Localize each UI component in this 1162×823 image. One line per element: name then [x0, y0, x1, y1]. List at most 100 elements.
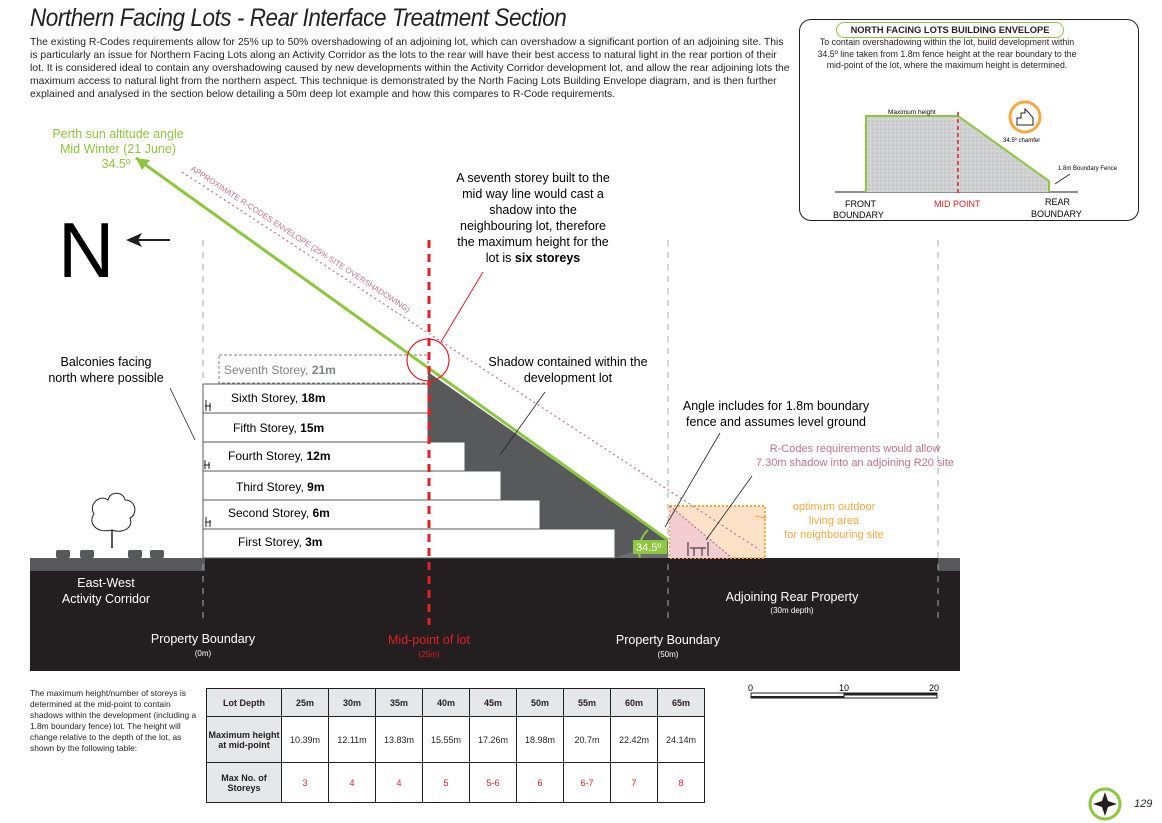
table-header-depth: Lot Depth: [206, 688, 282, 717]
scale-0: 0: [748, 683, 753, 693]
car-icons: [56, 550, 164, 558]
rcodes-note-2: 7.30m shadow into an adjoining R20 site: [756, 457, 954, 469]
table-cell: 10.39m: [281, 716, 329, 763]
table-cell: 8: [657, 762, 705, 803]
table-cell: 5: [422, 762, 470, 803]
angle-note-2: fence and assumes level ground: [686, 415, 866, 429]
outdoor-note-1: optimum outdoor: [793, 501, 876, 513]
storey-4: [202, 441, 466, 472]
chamfer-icon: [1008, 100, 1042, 134]
inset-rear-1: REAR: [1045, 197, 1071, 207]
table-cell: 4: [328, 762, 376, 803]
north-arrow-icon: [126, 233, 142, 247]
envelope-inset-description: To contain overshadowing within the lot,…: [817, 37, 1077, 70]
right-boundary-label: Property Boundary: [616, 633, 721, 647]
storey-label-4: Fourth Storey, 12m: [228, 449, 331, 463]
left-boundary-label: Property Boundary: [151, 632, 256, 646]
storey-label-7: Seventh Storey, 21m: [224, 363, 336, 377]
inset-front-1: FRONT: [845, 199, 876, 209]
inset-front-2: BOUNDARY: [833, 210, 884, 220]
rear-property-label: Adjoining Rear Property: [726, 590, 859, 604]
table-cell: 25m: [281, 688, 329, 717]
table-cell: 65m: [657, 688, 705, 717]
table-cell: 45m: [469, 688, 517, 717]
corridor-label-2: Activity Corridor: [62, 592, 150, 606]
inset-rear-2: BOUNDARY: [1031, 209, 1082, 219]
page-title: Northern Facing Lots - Rear Interface Tr…: [30, 4, 567, 32]
envelope-inset-title: NORTH FACING LOTS BUILDING ENVELOPE: [836, 22, 1064, 38]
shadow-note-2: development lot: [524, 371, 613, 385]
seventh-note-2: mid way line would cast a: [462, 187, 604, 201]
seventh-storey-highlight: [406, 338, 450, 382]
seventh-note-5: the maximum height for the: [457, 235, 609, 249]
inset-chamfer: 34.5º chamfer: [1003, 137, 1040, 144]
table-cell: 6-7: [563, 762, 611, 803]
seventh-note-1: A seventh storey built to the: [456, 171, 610, 185]
table-cell: 15.55m: [422, 716, 470, 763]
scale-20: 20: [929, 683, 939, 693]
envelope-inset-box: [799, 19, 1139, 221]
right-boundary-sub: (50m): [658, 650, 679, 659]
table-cell: 35m: [375, 688, 423, 717]
outdoor-furniture-icon: [687, 542, 709, 556]
compass-icon: [1088, 787, 1122, 821]
sun-angle-line: [135, 156, 669, 542]
shadow-note-1: Shadow contained within the: [488, 355, 647, 369]
table-cell: 6: [516, 762, 564, 803]
intro-paragraph: The existing R-Codes requirements allow …: [30, 37, 790, 100]
table-cell: 4: [375, 762, 423, 803]
rcodes-envelope-label: APPROXIMATE R-CODES ENVELOPE (25% SITE O…: [189, 164, 412, 314]
corridor-label-1: East-West: [77, 576, 135, 590]
storey-label-3: Third Storey, 9m: [236, 480, 324, 494]
page-number: 129: [1134, 798, 1153, 810]
storey-1: [202, 528, 616, 559]
table-cell: 50m: [516, 688, 564, 717]
storey-label-5: Fifth Storey, 15m: [233, 421, 324, 435]
table-cell: 5-6: [469, 762, 517, 803]
table-cell: 22.42m: [610, 716, 658, 763]
balcony-icons: [204, 400, 211, 527]
inset-envelope-drawing: Maximum height 34.5º chamfer 1.8m Bounda…: [833, 100, 1118, 220]
outdoor-note-2: living area: [809, 515, 860, 527]
inset-fence: 1.8m Boundary Fence: [1058, 166, 1118, 172]
north-symbol: N: [58, 206, 114, 294]
tree-icon: [91, 492, 136, 548]
balconies-note-1: Balconies facing: [60, 355, 151, 369]
storey-label-6: Sixth Storey, 18m: [231, 391, 326, 405]
storey-7: [218, 354, 429, 384]
table-cell: 55m: [563, 688, 611, 717]
table-cell: 3: [281, 762, 329, 803]
balconies-note-2: north where possible: [48, 371, 163, 385]
table-cell: 20.7m: [563, 716, 611, 763]
inset-max-height: Maximum height: [888, 109, 936, 116]
seventh-note-4: neighbouring lot, therefore: [460, 219, 606, 233]
sun-label-3: 34.5º: [102, 157, 131, 171]
storey-2: [202, 499, 541, 530]
table-cell: 24.14m: [657, 716, 705, 763]
rcodes-note-1: R-Codes requirements would allow: [770, 443, 941, 455]
left-boundary-sub: (0m): [195, 649, 212, 658]
seventh-note-3: shadow into the: [489, 203, 577, 217]
table-cell: 17.26m: [469, 716, 517, 763]
table-cell: 60m: [610, 688, 658, 717]
rcodes-envelope-line: [181, 171, 761, 551]
sun-label-1: Perth sun altitude angle: [52, 127, 183, 141]
table-cell: 13.83m: [375, 716, 423, 763]
midpoint-label: Mid-point of lot: [388, 633, 471, 647]
table-note: The maximum height/number of storeys is …: [30, 688, 197, 753]
table-header-storeys: Max No. of Storeys: [206, 762, 282, 803]
ground-block: [30, 558, 960, 671]
angle-badge: [633, 540, 667, 554]
angle-note-1: Angle includes for 1.8m boundary: [683, 399, 870, 413]
rear-property-sub: (30m depth): [770, 606, 813, 615]
table-cell: 18.98m: [516, 716, 564, 763]
storey-3: [202, 470, 502, 501]
storey-label-2: Second Storey, 6m: [228, 506, 330, 520]
outdoor-note-3: for neighbouring site: [784, 529, 884, 541]
seventh-note-6: lot is six storeys: [486, 251, 581, 265]
sun-label-2: Mid Winter (21 June): [60, 142, 176, 156]
scale-10: 10: [839, 683, 849, 693]
table-cell: 7: [610, 762, 658, 803]
angle-value: 34.5º: [636, 542, 661, 554]
